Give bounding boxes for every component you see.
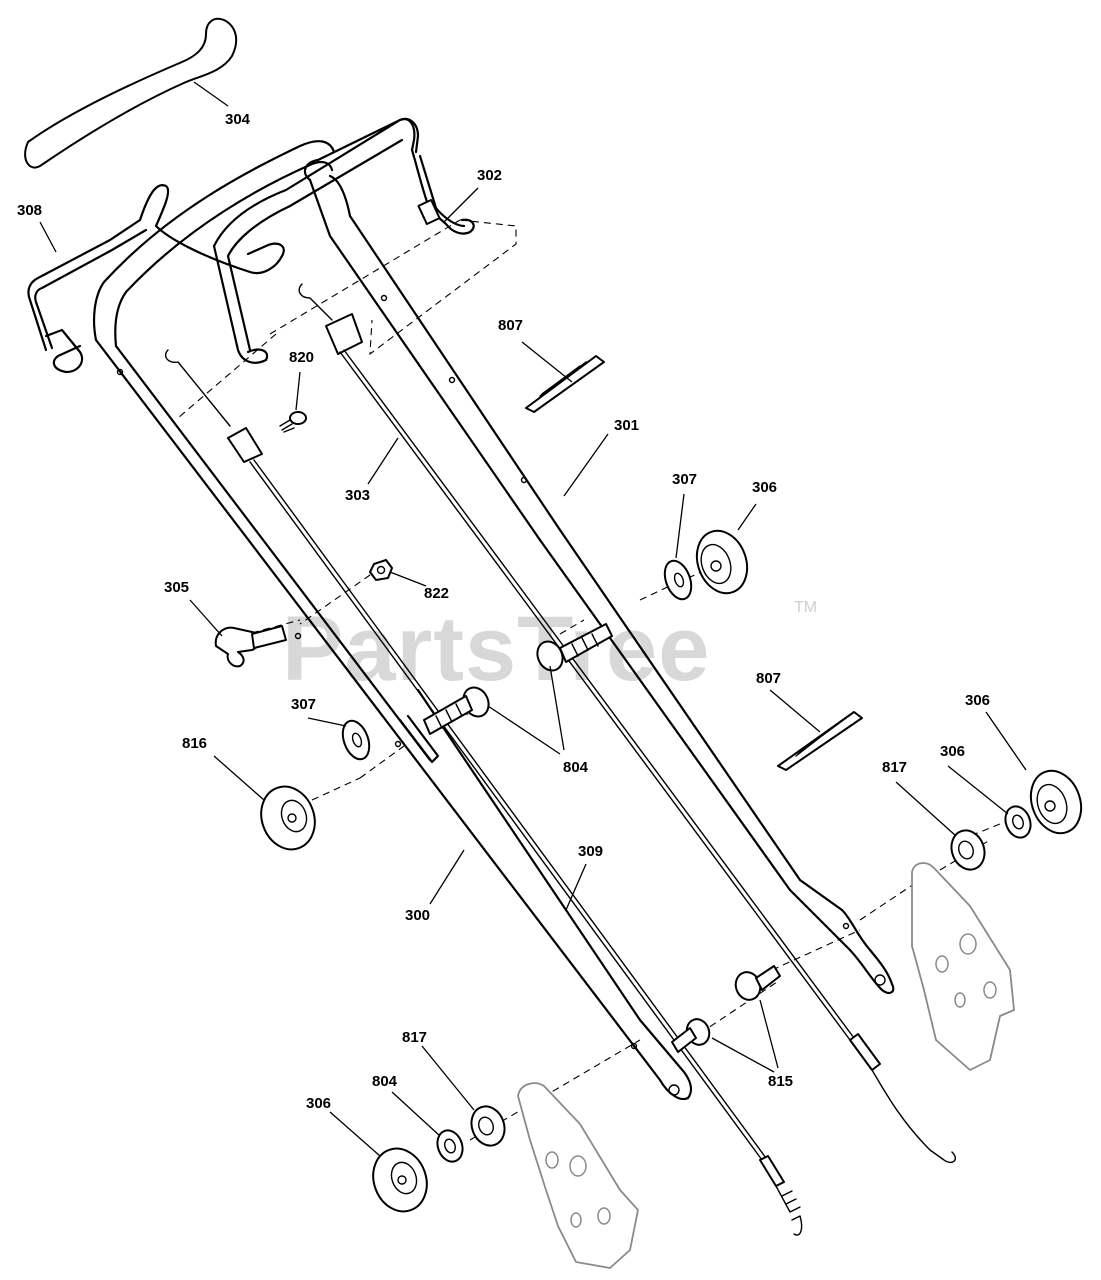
leader-lines: [39, 81, 1027, 1157]
callout-306-bottom: 306: [306, 1095, 331, 1112]
part-306-knob-left: [260, 785, 316, 851]
part-817-spacer-left: [470, 1105, 506, 1147]
callout-807-lower: 807: [756, 670, 781, 687]
callout-816: 804: [563, 759, 589, 776]
part-804-washer-left: [436, 1129, 464, 1163]
part-301-upper-handle: [303, 118, 895, 994]
part-305-knob: [214, 625, 287, 668]
part-307-washer-lower: [341, 719, 371, 761]
part-307-washer-upper: [663, 559, 693, 601]
callout-303: 303: [345, 487, 370, 504]
deck-bracket-right: [911, 862, 1015, 1071]
callout-308: 308: [17, 202, 42, 219]
callout-307-lower: 307: [291, 696, 316, 713]
part-304-grip: [24, 17, 238, 169]
watermark-trademark: TM: [794, 599, 817, 616]
part-308-bail: [27, 183, 285, 374]
callout-301: 301: [614, 417, 639, 434]
callout-305: 305: [164, 579, 189, 596]
callout-306-upper: 306: [752, 479, 777, 496]
part-807-tie-lower: [777, 711, 863, 771]
part-804-washer-right: [1004, 805, 1032, 839]
part-upper-loop: [212, 117, 420, 364]
callout-labels: 304 302 308 807 820 301 303 307 306 305 …: [17, 111, 990, 1112]
callout-306-left: 816: [182, 735, 207, 752]
callout-302: 302: [477, 167, 502, 184]
callout-300: 300: [405, 907, 430, 924]
part-302-lever: [410, 148, 475, 235]
part-815-bolt-upper: [734, 965, 781, 1001]
part-816-bolt-upper: [536, 623, 613, 672]
callout-817-left: 817: [402, 1029, 427, 1046]
part-816-bolt-lower: [423, 686, 490, 735]
part-807-tie-upper: [525, 355, 605, 413]
callout-804-left: 804: [372, 1073, 398, 1090]
watermark-text: PartsTree: [282, 598, 710, 700]
part-306-knob-bottom: [372, 1147, 428, 1213]
part-820-screw: [279, 411, 307, 433]
part-306-knob-upper: [695, 529, 749, 595]
callout-804-right: 306: [940, 743, 965, 760]
part-822-nut: [369, 559, 393, 581]
part-left-cable: [164, 349, 803, 1236]
part-815-bolt-lower: [671, 1018, 711, 1053]
callout-304: 304: [225, 111, 251, 128]
part-300-lower-handle: [93, 140, 693, 1101]
callout-822: 822: [424, 585, 449, 602]
callout-807-upper: 807: [498, 317, 523, 334]
part-303-cable: [298, 283, 956, 1164]
deck-bracket-left: [517, 1082, 639, 1269]
callout-309: 309: [578, 843, 603, 860]
callout-815: 815: [768, 1073, 793, 1090]
part-306-knob-right: [1029, 769, 1083, 835]
callout-817-right: 817: [882, 759, 907, 776]
callout-306-right: 306: [965, 692, 990, 709]
callout-820: 820: [289, 349, 314, 366]
callout-307-upper: 307: [672, 471, 697, 488]
part-817-spacer-right: [950, 829, 986, 871]
